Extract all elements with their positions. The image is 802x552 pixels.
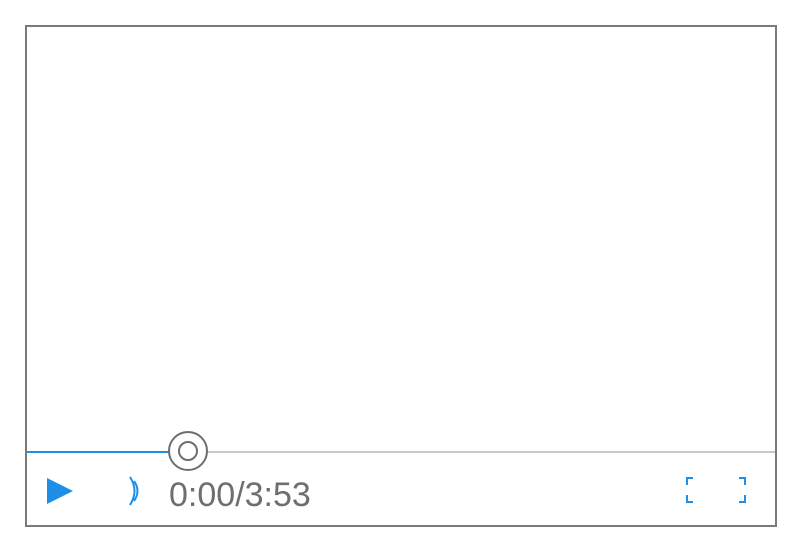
play-icon (47, 478, 73, 504)
duration-time: 3:53 (244, 476, 311, 514)
video-player: 0:00/3:53 (25, 25, 777, 527)
seek-thumb-inner-ring (177, 441, 198, 461)
play-button[interactable] (45, 475, 75, 507)
video-viewport[interactable] (27, 27, 775, 451)
fullscreen-button[interactable] (683, 471, 749, 511)
current-time: 0:00 (169, 476, 236, 514)
seek-thumb[interactable] (167, 431, 208, 471)
time-separator: / (235, 476, 245, 514)
seek-bar[interactable] (27, 431, 775, 471)
fullscreen-icon (686, 477, 746, 503)
volume-icon (129, 476, 139, 506)
control-bar: 0:00/3:53 (27, 453, 775, 525)
time-display: 0:00/3:53 (169, 475, 311, 515)
seek-progress-fill (27, 451, 188, 453)
volume-button[interactable] (127, 471, 145, 511)
